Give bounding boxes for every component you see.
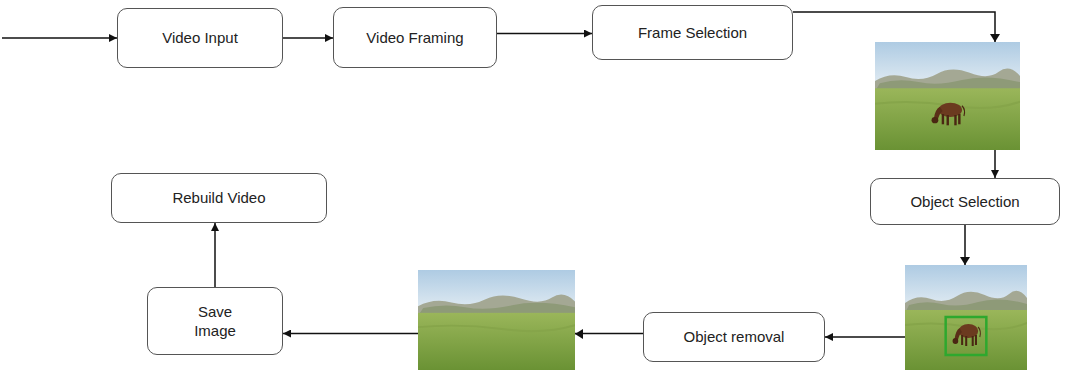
arrow-head <box>960 257 970 265</box>
process-box: Object removal <box>643 312 825 362</box>
process-box: Video Input <box>117 8 283 68</box>
box-label: Object Selection <box>910 192 1019 212</box>
frame-picture <box>875 42 1020 150</box>
arrow-head <box>575 329 583 339</box>
cleaned-frame-picture <box>418 270 575 370</box>
arrow-head <box>990 34 1000 42</box>
process-box: Video Framing <box>333 7 497 68</box>
flow-arrow <box>497 33 592 35</box>
box-label: Video Framing <box>366 28 463 48</box>
process-box: Save Image <box>147 287 283 355</box>
flow-arrow <box>283 37 333 39</box>
selected-frame-picture <box>905 265 1027 370</box>
input-arrow <box>2 37 117 39</box>
box-label: Video Input <box>162 28 238 48</box>
box-label: Object removal <box>684 327 785 347</box>
process-box: Frame Selection <box>592 5 793 60</box>
box-label: Rebuild Video <box>172 188 265 208</box>
process-box: Rebuild Video <box>111 173 327 223</box>
flow-arrow <box>214 223 216 287</box>
box-label: Frame Selection <box>638 23 747 43</box>
box-label: Save Image <box>175 302 255 341</box>
process-box: Object Selection <box>870 178 1060 225</box>
